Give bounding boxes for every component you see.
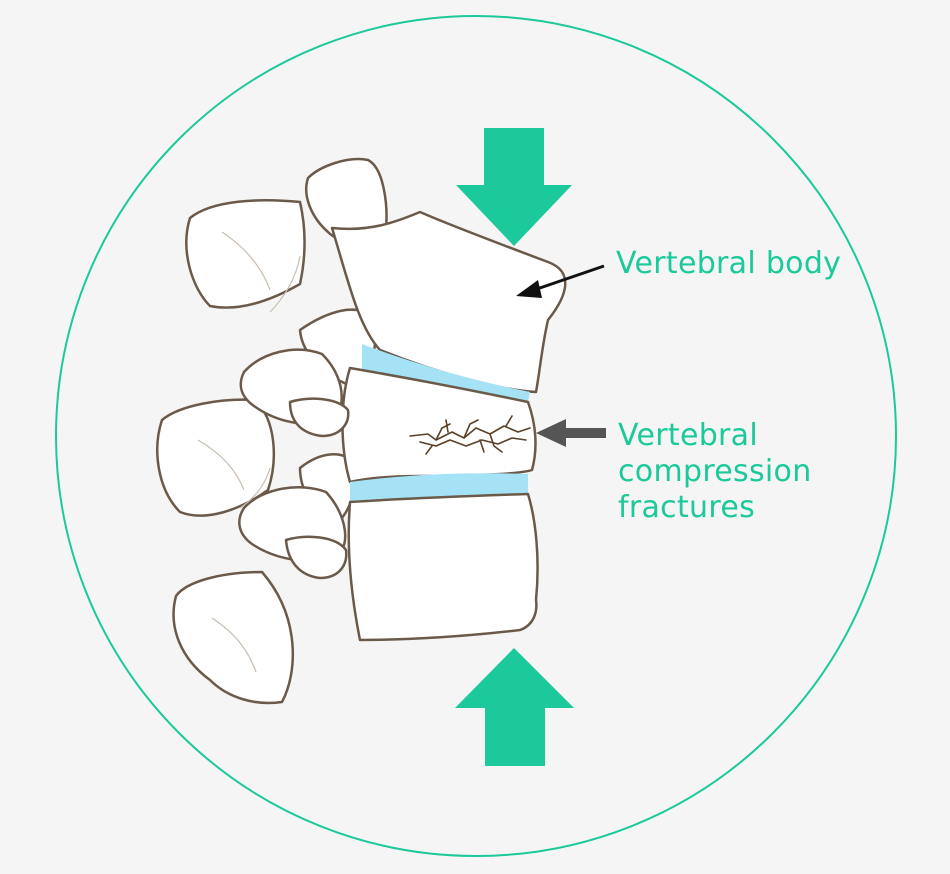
arrowhead-icon	[536, 419, 566, 447]
pointer-fracture	[536, 419, 606, 447]
label-vertebral-body: Vertebral body	[616, 246, 842, 281]
transverse-process-upper	[288, 397, 350, 438]
vertebral-body-lower	[347, 492, 539, 642]
intervertebral-disc-upper	[362, 344, 530, 402]
vertebral-body-upper	[330, 210, 567, 394]
spinous-process-middle	[156, 398, 276, 517]
arrow-up-icon	[455, 648, 574, 766]
fracture-cracks	[409, 415, 531, 455]
label-line: compression	[618, 454, 812, 489]
spinous-process-lower	[172, 570, 295, 705]
frame-circle	[55, 15, 897, 857]
label-compression-fractures: Vertebral compression fractures	[618, 418, 812, 526]
spinous-process-upper	[185, 199, 306, 309]
pointer-vertebral-body	[516, 264, 605, 298]
label-line: Vertebral	[618, 418, 758, 453]
transverse-process-lower	[284, 535, 348, 580]
arrow-down-icon	[456, 128, 572, 246]
arrowhead-icon	[516, 280, 542, 298]
label-line: fractures	[618, 490, 756, 525]
bone-detail-lines	[197, 231, 301, 673]
spine	[156, 157, 567, 705]
